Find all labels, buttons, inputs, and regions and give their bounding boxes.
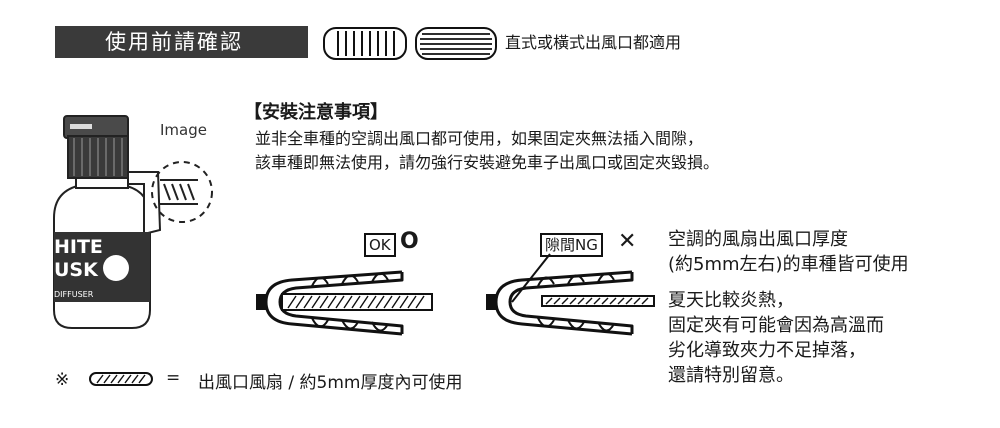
notice-title: 【安裝注意事項】 [244, 102, 388, 123]
diffuser-bottle-illustration [53, 115, 213, 329]
horizontal-vent-icon [415, 27, 497, 60]
ng-cross-icon: ✕ [618, 229, 637, 254]
ok-circle-icon: O [400, 229, 419, 254]
ng-clip-diagram [486, 253, 655, 336]
bottle-label-line3: DIFFUSER [54, 290, 94, 299]
heat-warning-line-3: 劣化導致夾力不足掉落， [668, 340, 866, 361]
header-banner: 使用前請確認 [55, 26, 308, 58]
vent-icons [323, 27, 497, 60]
bottle-label-line2: USK [54, 259, 98, 281]
notice-line-2: 該車種即無法使用，請勿強行安裝避免車子出風口或固定夾毀損。 [255, 153, 720, 172]
footnote-symbol: ※ [55, 370, 70, 390]
vertical-vent-icon [323, 27, 407, 60]
vent-louver-icon [89, 372, 153, 386]
vent-thickness-line-2: (約5mm左右)的車種皆可使用 [668, 254, 909, 275]
notice-line-1: 並非全車種的空調出風口都可使用，如果固定夾無法插入間隙， [255, 129, 704, 148]
vent-compat-note: 直式或橫式出風口都適用 [505, 33, 682, 52]
footnote-equals: = [166, 368, 181, 388]
ng-tag: 隙間NG [540, 233, 603, 257]
ok-clip-diagram [256, 270, 433, 336]
heat-warning-line-2: 固定夾有可能會因為高溫而 [668, 315, 884, 336]
footnote-text: 出風口風扇 / 約5mm厚度內可使用 [198, 373, 463, 393]
bottle-label-line1: HITE [54, 236, 103, 258]
image-label: Image [160, 121, 207, 139]
heat-warning-line-1: 夏天比較炎熱， [668, 290, 794, 311]
vent-thickness-line-1: 空調的風扇出風口厚度 [668, 229, 848, 250]
ok-tag: OK [364, 233, 396, 257]
heat-warning-line-4: 還請特別留意。 [668, 365, 794, 386]
